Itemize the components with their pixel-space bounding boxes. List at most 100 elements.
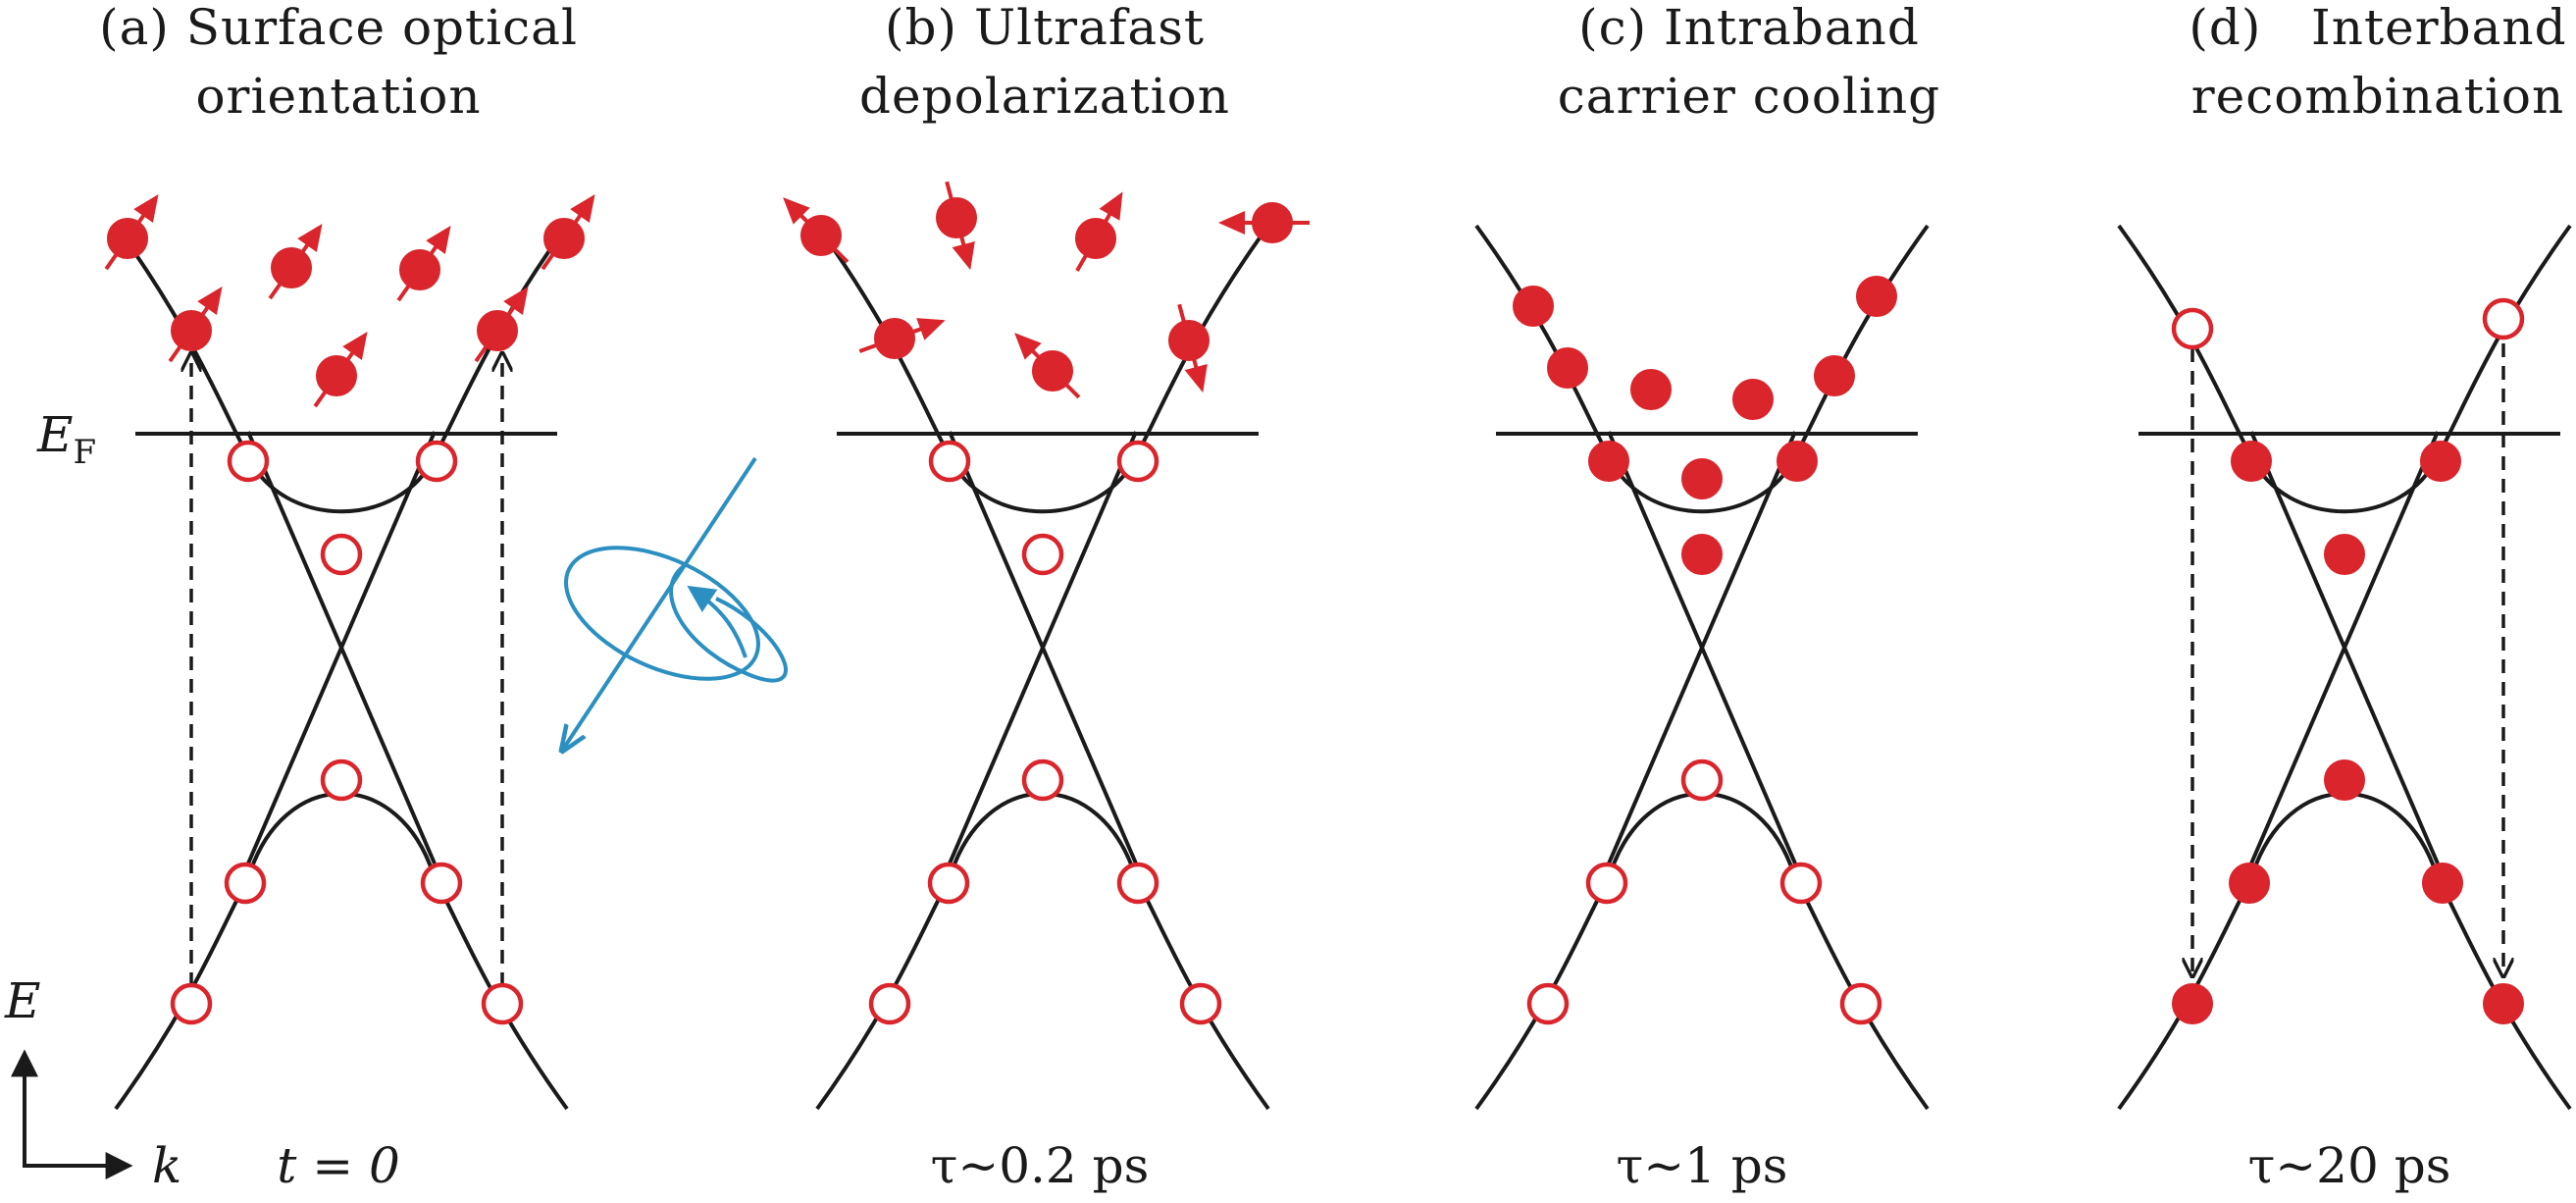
panel-a-title-line2: orientation [195,68,481,125]
hole-state [1179,982,1222,1025]
panel-d-title-line2: recombination [2191,68,2564,125]
hole-state [1021,758,1064,802]
dirac-cone-line [246,431,437,864]
electron [1732,379,1774,420]
electron [1814,355,1855,396]
hole-state [1839,982,1882,1025]
spin-arrow-head [1099,191,1123,221]
dirac-cone-line [948,431,1138,864]
hole-state [1116,862,1159,905]
spin-arrow-head [342,331,368,360]
hole-state [928,440,971,483]
panel-c-title-line1: (c) Intraband [1578,0,1920,56]
hole-state [481,982,524,1025]
electron [2324,534,2365,575]
spin-arrow-head [426,225,451,254]
axis-x-label: k [152,1137,181,1194]
panel-a-time-label: t = 0 [277,1137,400,1194]
hole-state [320,533,363,576]
electron [1856,276,1897,317]
hole-state [1021,533,1064,576]
circular-polarized-light-arrow-icon [546,456,788,751]
electron [874,318,915,359]
electron [2172,983,2213,1024]
dirac-cone-line [1607,431,1797,864]
electron [936,197,977,238]
panel-c-title-line2: carrier cooling [1558,68,1940,125]
electron [1681,534,1723,575]
spin-arrow-head [1218,211,1245,235]
hole-state [320,758,363,802]
spin-arrow-head [783,197,810,225]
electron [2324,759,2365,801]
spin-arrow-head [1014,333,1042,360]
electron [1630,369,1672,410]
hole-state [227,440,270,483]
electron [800,215,842,256]
dirac-cone-line [2249,431,2440,864]
hole-state [927,862,970,905]
panel-a-band-diagram [104,193,595,1111]
electron [2229,863,2270,904]
panel-b-band-diagram [783,181,1310,1111]
electron [543,218,585,259]
panel-b-title-line1: (b) Ultrafast [885,0,1205,56]
lower-band-curve [815,791,1270,1111]
electron [1168,320,1210,361]
electron [1513,286,1554,327]
lower-band-curve [1474,791,1930,1111]
electron [171,310,212,351]
electron [2422,863,2463,904]
electron [107,218,148,259]
panel-a-title-line1: (a) Surface optical [99,0,578,56]
axis-y-label: E [4,972,41,1029]
panel-d-title-line1: (d) Interband [2189,0,2566,56]
hole-state [1116,440,1159,483]
hole-state [224,862,267,905]
panel-c-time-label: τ~1 ps [1617,1137,1788,1194]
electron [2420,441,2461,482]
spin-arrow-head [1184,363,1208,393]
hole-state [2482,297,2525,340]
hole-state [1680,758,1724,802]
electron [1032,350,1073,392]
panel-d-band-diagram [2117,224,2572,1111]
electron [1777,441,1818,482]
electron [399,249,440,290]
electron [2483,983,2524,1024]
electron [477,310,518,351]
spin-arrow-head [297,223,323,252]
hole-state [170,982,213,1025]
hole-state [2171,307,2214,350]
electron [1252,202,1293,243]
electron [1547,347,1588,389]
panel-d-time-label: τ~20 ps [2248,1137,2451,1194]
electron [271,247,312,288]
upper-band-curve [2117,224,2572,514]
upper-band-curve [815,224,1270,514]
electron [1075,218,1116,259]
spin-arrow-head [503,286,529,315]
hole-state [415,440,458,483]
spin-arrow-head [197,286,223,315]
hole-state [1526,982,1570,1025]
lower-band-curve [114,791,569,1111]
upper-band-curve [114,224,569,514]
electron [316,355,357,396]
electron [2231,441,2272,482]
panel-b-time-label: τ~0.2 ps [931,1137,1150,1194]
panel-c-band-diagram [1474,224,1930,1111]
hole-state [868,982,911,1025]
spin-arrow-head [916,318,946,340]
hole-state [1779,862,1823,905]
spin-arrow-head [952,240,975,271]
hole-state [420,862,463,905]
spin-arrow-head [570,193,595,223]
spin-arrow-head [133,193,159,223]
axes-arrow-icon [10,1049,133,1179]
fermi-level-label: EF [36,406,96,472]
panel-b-title-line2: depolarization [859,68,1230,125]
electron [1681,458,1723,499]
hole-state [1585,862,1628,905]
